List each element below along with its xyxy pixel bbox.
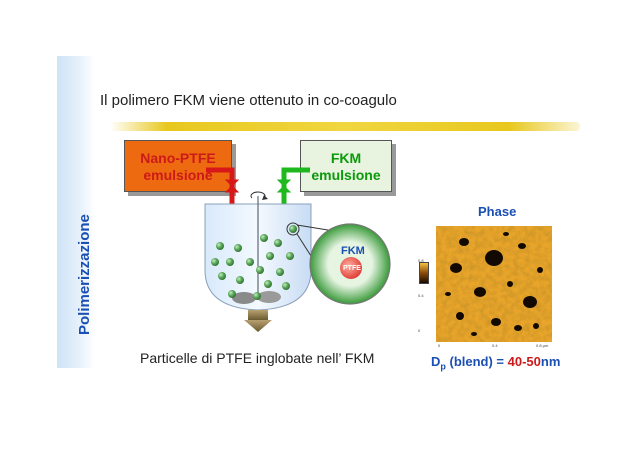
- afm-phase-image: [436, 226, 552, 342]
- particle-diameter-label: Dp (blend) = 40-50nm: [431, 354, 560, 372]
- afm-y-tick: 0.4: [418, 293, 424, 298]
- afm-color-scale: [419, 262, 429, 284]
- afm-x-tick: 0.8 µm: [536, 343, 549, 348]
- dp-subscript: p: [440, 361, 446, 372]
- afm-x-tick: 0.4: [492, 343, 498, 348]
- fkm-particles: [211, 225, 297, 300]
- inset-ptfe-label: PTFE: [343, 265, 361, 272]
- dp-value: 40-50: [507, 354, 541, 369]
- inset-fkm-label: FKM: [341, 245, 365, 257]
- dp-middle: (blend) =: [445, 354, 508, 369]
- zoom-callout: [286, 222, 391, 305]
- nano-ptfe-label: Nano-PTFE: [140, 150, 216, 166]
- dp-prefix: D: [431, 354, 441, 369]
- yellow-brush-rule: [110, 122, 580, 131]
- fkm-emulsion-box: FKM emulsione: [300, 140, 392, 192]
- fkm-sublabel: emulsione: [311, 167, 381, 183]
- nano-ptfe-emulsion-box: Nano-PTFE emulsione: [124, 140, 232, 192]
- diagram-caption: Particelle di PTFE inglobate nell’ FKM: [140, 350, 375, 366]
- fkm-label: FKM: [330, 150, 362, 166]
- afm-y-tick: 0: [418, 328, 421, 333]
- nano-ptfe-sublabel: emulsione: [143, 167, 213, 183]
- afm-x-tick: 0: [438, 343, 441, 348]
- vessel: [204, 191, 312, 332]
- dp-unit: nm: [540, 354, 561, 369]
- side-bar: [57, 56, 95, 368]
- slide-title: Il polimero FKM viene ottenuto in co-coa…: [100, 92, 397, 109]
- afm-y-tick: 0.8: [418, 258, 424, 263]
- afm-phase-title: Phase: [478, 204, 517, 219]
